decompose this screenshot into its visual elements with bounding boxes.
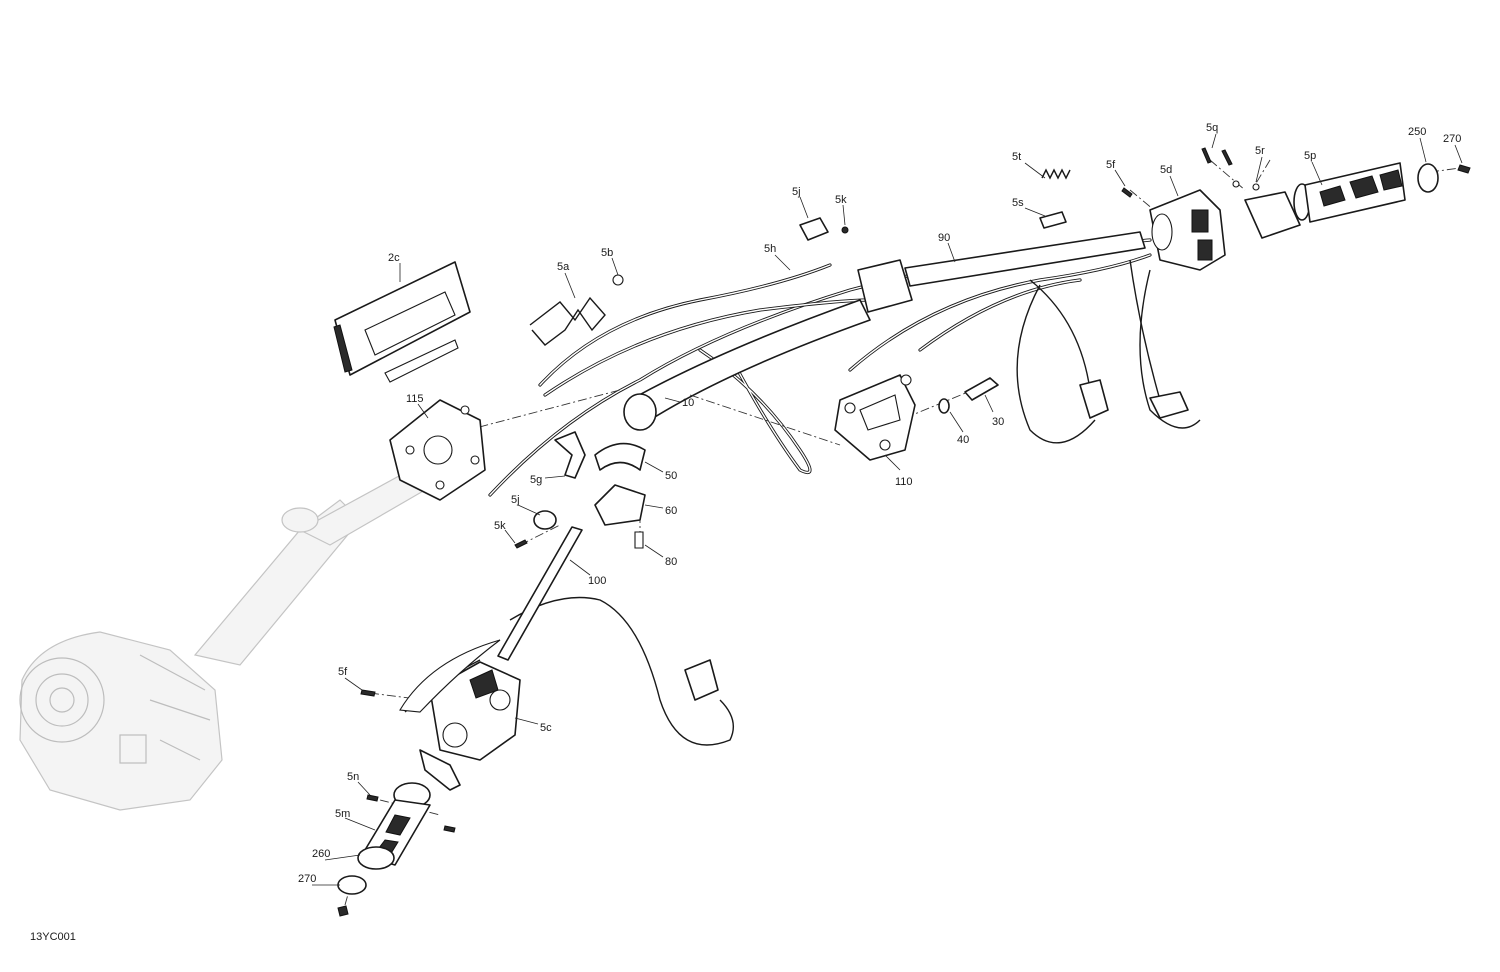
part-screw-5q-b — [1221, 149, 1233, 166]
part-screw-5n-a — [366, 794, 379, 802]
callout-5p: 5p — [1304, 150, 1316, 162]
part-clip-5j-lower — [533, 510, 557, 530]
part-grip-5p — [1293, 162, 1406, 223]
callout-5s: 5s — [1012, 197, 1024, 209]
part-lever — [399, 639, 501, 713]
callout-90: 90 — [938, 232, 950, 244]
part-screw-270-top — [1457, 164, 1471, 174]
part-screw-5f-top — [1121, 187, 1133, 198]
callout-5m: 5m — [335, 808, 350, 820]
callout-5h: 5h — [764, 243, 776, 255]
part-spring-5t — [1041, 168, 1071, 180]
callout-5t: 5t — [1012, 151, 1021, 163]
part-switch-housing-5d — [1149, 189, 1226, 271]
callout-5c: 5c — [540, 722, 552, 734]
callout-40: 40 — [957, 434, 969, 446]
callout-5d: 5d — [1160, 164, 1172, 176]
part-tube-100 — [497, 526, 583, 661]
callout-50: 50 — [665, 470, 677, 482]
callout-2c: 2c — [388, 252, 400, 264]
part-connector-c — [684, 659, 719, 701]
part-connector-a — [1079, 379, 1109, 419]
callout-5j-lower: 5j — [511, 494, 520, 506]
callout-5j-top: 5j — [792, 186, 801, 198]
part-display-2c — [333, 261, 471, 383]
part-switch-housing-5c — [419, 661, 521, 791]
callout-5g: 5g — [530, 474, 542, 486]
callout-80: 80 — [665, 556, 677, 568]
callout-5f-lower: 5f — [338, 666, 348, 678]
part-clamp-115 — [389, 399, 486, 501]
part-washer-40 — [938, 398, 950, 414]
callout-5b: 5b — [601, 247, 613, 259]
part-screw-5n-b — [443, 825, 456, 833]
callout-110: 110 — [895, 476, 913, 488]
callout-115: 115 — [406, 393, 424, 405]
part-nut-5b — [612, 274, 624, 286]
callout-270-top: 270 — [1443, 133, 1461, 145]
part-end-cap-270 — [337, 875, 367, 895]
part-screw-80 — [634, 531, 644, 549]
callout-5a: 5a — [557, 261, 570, 273]
part-clamp-5j-top — [799, 217, 829, 241]
callout-5n: 5n — [347, 771, 359, 783]
handlebar — [623, 231, 1146, 431]
part-clip-5a — [529, 296, 606, 346]
part-washer-5r-b — [1252, 183, 1260, 191]
callout-5k-top: 5k — [835, 194, 847, 206]
part-bolt-30 — [964, 377, 999, 401]
part-fitting-5g — [554, 431, 586, 479]
callout-30: 30 — [992, 416, 1004, 428]
part-screw-5k-lower — [514, 539, 528, 549]
part-screw-5f-lower — [360, 689, 376, 697]
figure-code: 13YC001 — [30, 931, 76, 943]
callout-10: 10 — [682, 397, 694, 409]
leader-lines — [312, 133, 1463, 886]
callout-250: 250 — [1408, 126, 1426, 138]
part-screw-270-lower — [337, 905, 349, 917]
part-throttle-sleeve — [1244, 191, 1301, 239]
callout-270-lower: 270 — [298, 873, 316, 885]
part-washer-5r-a — [1232, 180, 1240, 188]
callout-260: 260 — [312, 848, 330, 860]
part-half-clamp-50 — [594, 442, 646, 471]
ghost-steering-assembly — [19, 469, 426, 811]
callout-5q: 5q — [1206, 122, 1218, 134]
part-sleeve-5s — [1039, 211, 1067, 229]
part-clamp-60 — [594, 484, 646, 526]
part-clamp-110 — [834, 374, 916, 461]
part-screw-5q-a — [1201, 147, 1212, 164]
callout-5k-lower: 5k — [494, 520, 506, 532]
callout-5r: 5r — [1255, 145, 1265, 157]
callout-60: 60 — [665, 505, 677, 517]
part-connector-b — [1149, 391, 1189, 419]
callout-labels: 2c 5a 5b 5h 5j 5k 5t 5s 90 5f 5d 5q 5r 5… — [298, 122, 1461, 885]
part-end-cap-250 — [1417, 163, 1439, 193]
callout-100: 100 — [588, 575, 606, 587]
part-screw-5k-top — [841, 226, 849, 234]
wiring-harness — [404, 238, 1201, 746]
callout-5f-top: 5f — [1106, 159, 1116, 171]
part-end-cap-260 — [357, 846, 395, 870]
